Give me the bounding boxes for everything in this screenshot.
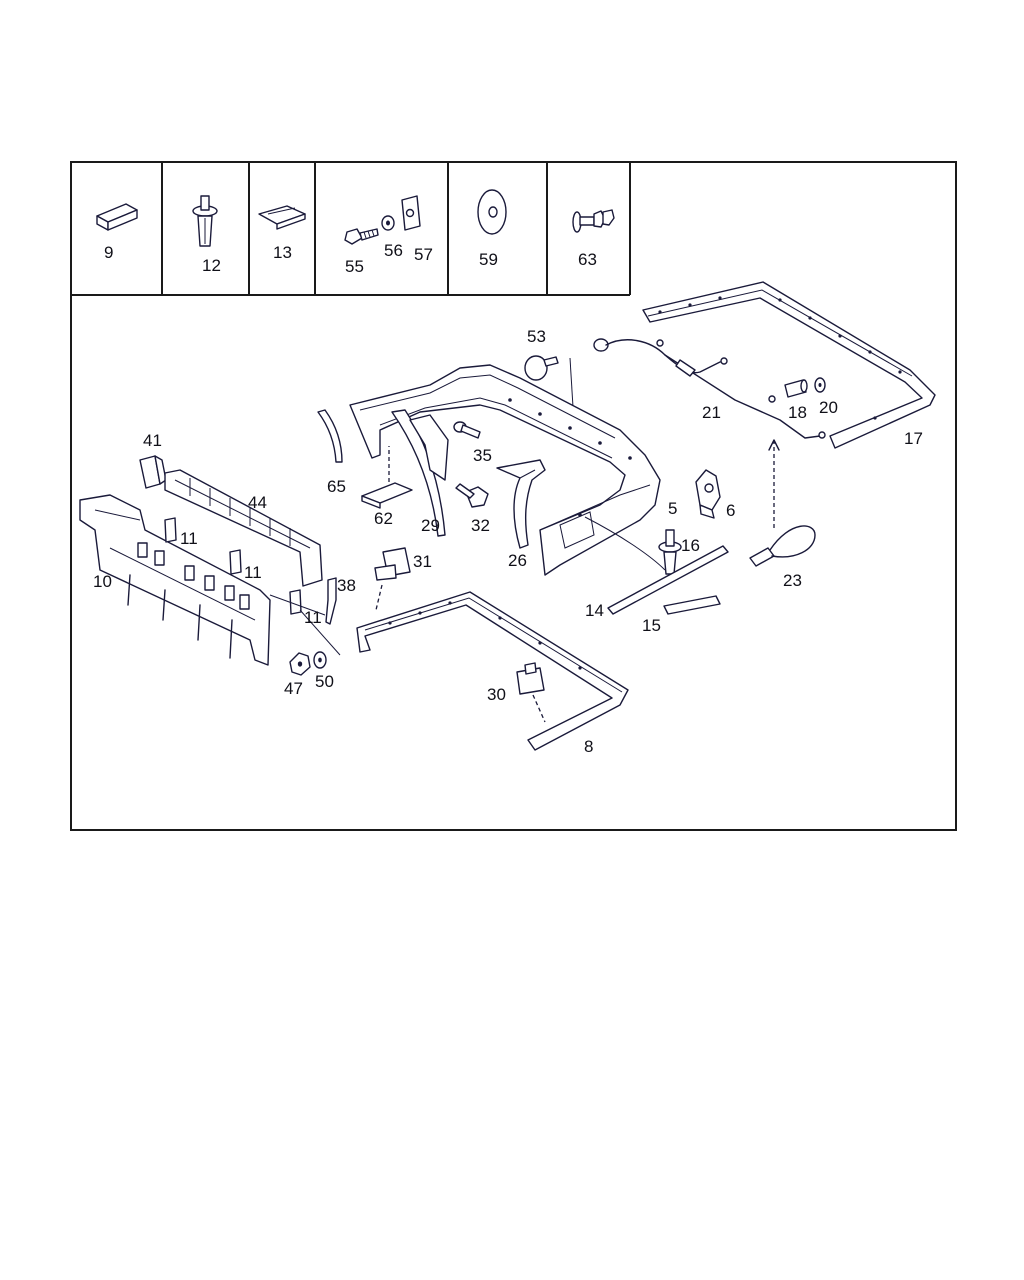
part-8-lower-trim (356, 591, 629, 751)
callout-6: 6 (726, 501, 735, 520)
part-17-upper-trim (642, 281, 936, 449)
part-21-wiring-harness (593, 338, 826, 439)
part-26-panel (496, 459, 546, 549)
legend-cell-9: 9 (96, 203, 138, 262)
legend-label-9: 9 (104, 243, 113, 262)
callout-21: 21 (702, 403, 721, 422)
part-16-rivet (658, 529, 682, 575)
legend-cell-12: 12 (192, 195, 221, 275)
callout-29: 29 (421, 516, 440, 535)
part-41-bracket (139, 455, 167, 489)
legend-label-63: 63 (578, 250, 597, 269)
callout-10: 10 (93, 572, 112, 591)
callout-11-b: 11 (244, 563, 262, 582)
legend-cell-55-56-57: 55 56 57 (344, 195, 433, 276)
legend-label-13: 13 (273, 243, 292, 262)
legend-label-57: 57 (414, 245, 433, 264)
callout-32: 32 (471, 516, 490, 535)
callout-18: 18 (788, 403, 807, 422)
callout-41: 41 (143, 431, 162, 450)
legend-strip: 9 12 13 55 56 57 (71, 162, 631, 296)
legend-cell-59: 59 (477, 189, 507, 269)
callout-17: 17 (904, 429, 923, 448)
part-14-strip (584, 516, 729, 615)
diagram-frame (70, 161, 957, 831)
callout-31: 31 (413, 552, 432, 571)
callout-11-a: 11 (180, 529, 198, 548)
callout-23: 23 (783, 571, 802, 590)
part-50-washer (313, 651, 327, 669)
callout-44: 44 (248, 493, 267, 512)
legend-label-55: 55 (345, 257, 364, 276)
callout-62: 62 (374, 509, 393, 528)
part-38-bracket (325, 577, 337, 625)
callout-15: 15 (642, 616, 661, 635)
callout-47: 47 (284, 679, 303, 698)
part-47-nut (289, 652, 311, 676)
part-11-clips (164, 517, 341, 656)
callout-38: 38 (337, 576, 356, 595)
callout-50: 50 (315, 672, 334, 691)
part-15-pad (663, 595, 721, 615)
callout-16: 16 (681, 536, 700, 555)
callout-35: 35 (473, 446, 492, 465)
callout-14: 14 (585, 601, 604, 620)
legend-cell-63: 63 (572, 209, 615, 269)
part-35-stud (453, 421, 481, 439)
legend-cell-13: 13 (258, 205, 306, 262)
legend-label-56: 56 (384, 241, 403, 260)
callout-26: 26 (508, 551, 527, 570)
callout-labels: 53 65 62 29 35 32 26 5 6 16 14 15 21 18 … (93, 327, 923, 756)
part-23-cable-tie (749, 439, 816, 567)
callout-5: 5 (668, 499, 677, 518)
part-62-clip (361, 446, 413, 509)
part-10-support (79, 494, 271, 666)
part-29-bracket (391, 409, 449, 537)
callout-65: 65 (327, 477, 346, 496)
part-32-screw (455, 483, 489, 508)
part-44-impact-strip (164, 469, 323, 587)
part-65-strip (317, 409, 343, 463)
part-18-sleeve (784, 379, 808, 398)
part-5-bumper-cover (349, 364, 661, 576)
part-20-washer (814, 377, 826, 393)
callout-8: 8 (584, 737, 593, 756)
part-31-guide (374, 547, 411, 611)
callout-20: 20 (819, 398, 838, 417)
legend-label-12: 12 (202, 256, 221, 275)
part-30-guide (516, 662, 546, 723)
part-6-clip (695, 469, 721, 519)
callout-53: 53 (527, 327, 546, 346)
callout-30: 30 (487, 685, 506, 704)
legend-label-59: 59 (479, 250, 498, 269)
callout-11-c: 11 (304, 608, 322, 627)
